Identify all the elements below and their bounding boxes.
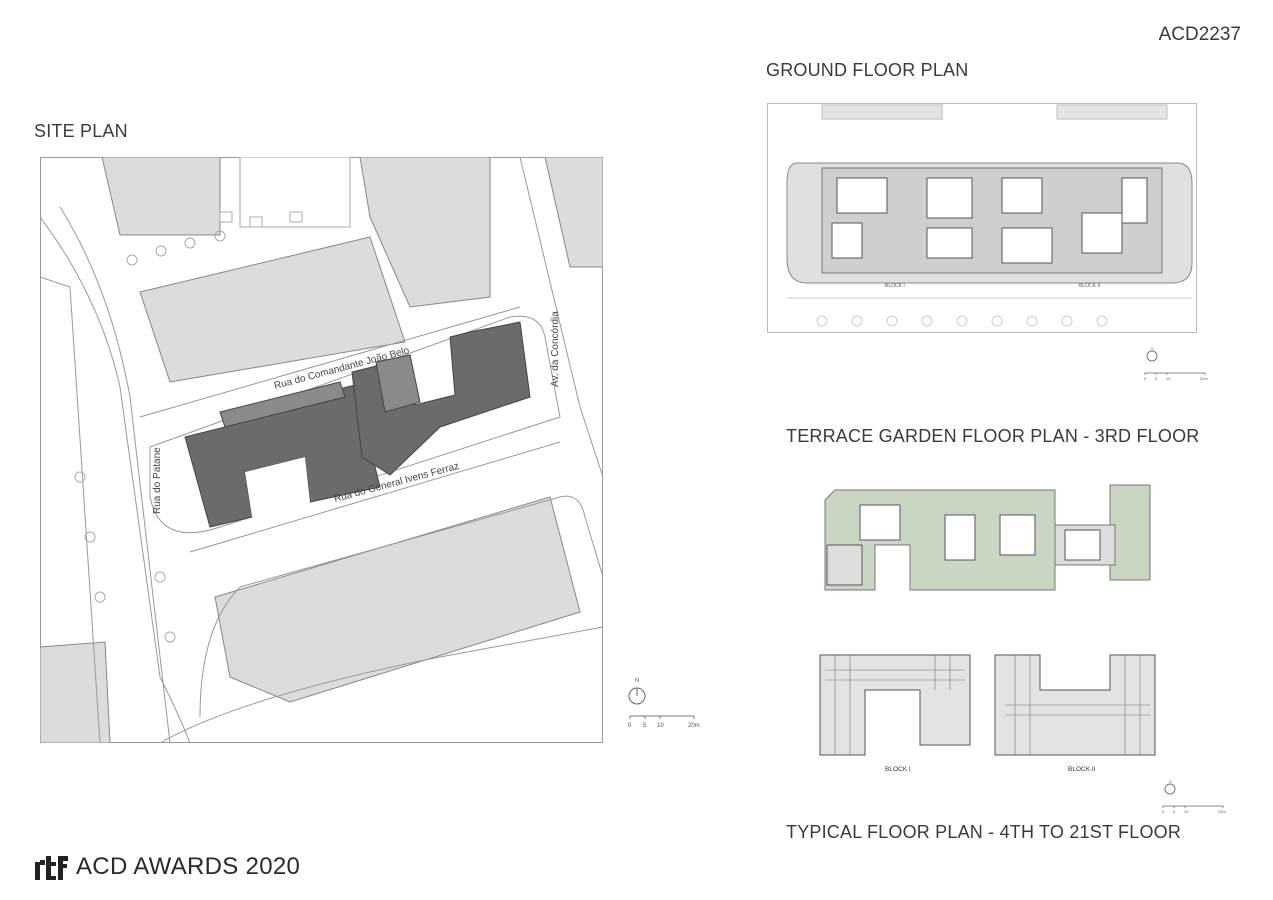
svg-text:20m: 20m bbox=[688, 723, 700, 729]
terrace-floor-title: TERRACE GARDEN FLOOR PLAN - 3RD FLOOR bbox=[786, 426, 1200, 446]
north-arrow-icon bbox=[1146, 350, 1158, 362]
block-label: BLOCK II bbox=[1068, 766, 1096, 773]
svg-text:10: 10 bbox=[1166, 376, 1171, 381]
typical-floor-drawing: BLOCK I BLOCK II bbox=[819, 654, 1156, 773]
svg-text:5: 5 bbox=[1173, 809, 1176, 814]
svg-text:N: N bbox=[1151, 346, 1154, 351]
ground-floor-drawing: BLOCK I BLOCK II bbox=[767, 103, 1197, 333]
roads bbox=[40, 157, 603, 743]
svg-text:5: 5 bbox=[643, 723, 647, 729]
typical-floor-title: TYPICAL FLOOR PLAN - 4TH TO 21ST FLOOR bbox=[786, 822, 1182, 842]
typical-scale-bar: N 0 5 10 20m bbox=[1162, 779, 1226, 814]
svg-text:10: 10 bbox=[657, 723, 664, 729]
city-blocks bbox=[40, 157, 603, 743]
block-label: BLOCK II bbox=[1079, 283, 1100, 289]
rtf-logo-icon bbox=[35, 856, 68, 880]
footer: ACD AWARDS 2020 bbox=[34, 852, 300, 882]
site-plan-title: SITE PLAN bbox=[34, 121, 128, 141]
svg-text:0: 0 bbox=[628, 723, 632, 729]
svg-text:0: 0 bbox=[1144, 376, 1147, 381]
awards-label: ACD AWARDS 2020 bbox=[76, 853, 301, 880]
svg-text:N: N bbox=[1169, 779, 1172, 784]
svg-text:20m: 20m bbox=[1200, 376, 1208, 381]
project-buildings bbox=[184, 321, 531, 528]
project-code: ACD2237 bbox=[1158, 24, 1241, 45]
street-label-west: Rua do Patane bbox=[152, 447, 163, 514]
north-label: N bbox=[635, 678, 639, 684]
block-label: BLOCK I bbox=[885, 766, 911, 773]
north-arrow-icon bbox=[1164, 783, 1176, 795]
svg-text:5: 5 bbox=[1155, 376, 1158, 381]
svg-text:10: 10 bbox=[1184, 809, 1189, 814]
svg-text:0: 0 bbox=[1162, 809, 1165, 814]
block-label: BLOCK I bbox=[885, 283, 905, 289]
ground-floor-title: GROUND FLOOR PLAN bbox=[766, 60, 969, 80]
site-scale-bar: N 0 5 10 20m bbox=[628, 678, 700, 729]
ground-scale-bar: N 0 5 10 20m bbox=[1144, 346, 1208, 381]
site-plan-drawing: Rua do Comandante João Belo Rua do Gener… bbox=[40, 157, 603, 743]
street-label-east: Av. da Concórdia bbox=[550, 311, 561, 387]
svg-text:20m: 20m bbox=[1218, 809, 1226, 814]
terrace-floor-drawing bbox=[824, 484, 1151, 591]
